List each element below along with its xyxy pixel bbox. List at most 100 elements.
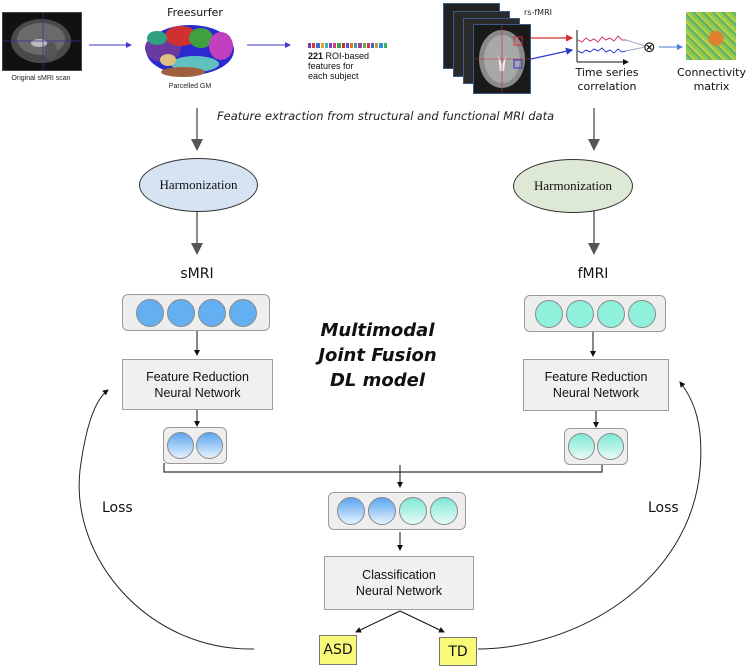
freesurfer-title: Freesurfer [167, 6, 223, 19]
classification-line2: Neural Network [355, 584, 443, 598]
connectivity-matrix-image [686, 12, 736, 60]
roi-features-text: 221 ROI-based features for each subject [308, 51, 369, 81]
fmri-fr-line1: Feature Reduction [544, 370, 648, 384]
fused-smri-node [367, 497, 396, 525]
model-title-line1: Multimodal [320, 320, 435, 341]
roi-feature-cell [383, 43, 387, 48]
smri-reduced-nodes [163, 427, 227, 464]
smri-node [228, 298, 257, 327]
connectivity-line2: matrix [693, 80, 730, 93]
smri-feature-reduction-nn: Feature Reduction Neural Network [122, 359, 273, 410]
roi-count: 221 [308, 51, 324, 61]
fmri-node [596, 299, 625, 328]
correlation-operator-icon: ⊗ [643, 38, 656, 56]
roi-feature-cell [329, 43, 333, 48]
classification-line1: Classification [362, 568, 436, 582]
smri-input-nodes [122, 294, 270, 331]
smri-fr-line2: Neural Network [154, 385, 241, 400]
model-title: Multimodal Joint Fusion DL model [300, 318, 455, 393]
roi-feature-cell [358, 43, 362, 48]
fmri-node [627, 299, 656, 328]
fmri-reduced-node [597, 433, 624, 460]
roi-feature-cell [354, 43, 358, 48]
roi-feature-cell [362, 43, 366, 48]
time-series-red [577, 35, 626, 43]
roi-feature-cell [366, 43, 371, 48]
roi-feature-cell [375, 43, 379, 48]
roi-text-line2: features for [308, 61, 354, 71]
roi-text-line1: ROI-based [323, 51, 370, 61]
brain-axial-icon [474, 25, 530, 93]
output-td: TD [439, 637, 477, 666]
output-asd-label: ASD [323, 642, 353, 658]
model-title-line3: DL model [329, 370, 426, 391]
connectivity-line1: Connectivity [677, 66, 746, 79]
rsfmri-stack [443, 3, 533, 95]
loss-curve-right [477, 381, 702, 650]
time-series-line2: correlation [577, 80, 637, 93]
merge-connector [163, 463, 603, 473]
roi-feature-strip [308, 43, 388, 48]
roi-feature-cell [337, 43, 341, 48]
harmonization-right: Harmonization [513, 159, 633, 213]
roi-feature-cell [324, 43, 329, 48]
parcelled-caption: Parcelled GM [168, 83, 212, 90]
fused-nodes [328, 492, 466, 530]
roi-text-line3: each subject [308, 71, 359, 81]
fmri-reduced-nodes [564, 428, 628, 465]
time-series-caption: Time series correlation [567, 66, 647, 94]
fmri-frame-4 [473, 24, 531, 94]
smri-label: sMRI [180, 266, 214, 282]
brain-sagittal-icon [3, 13, 81, 70]
roi-feature-cell [379, 43, 383, 48]
fmri-node [565, 299, 594, 328]
time-series-blue [577, 47, 627, 54]
roi-feature-cell [371, 43, 375, 48]
connectivity-caption: Connectivity matrix [668, 66, 755, 94]
feature-extraction-caption: Feature extraction from structural and f… [217, 109, 555, 123]
smri-reduced-node [196, 432, 223, 459]
harmonization-right-label: Harmonization [534, 178, 612, 193]
output-asd: ASD [319, 635, 357, 665]
smri-node [197, 298, 226, 327]
fmri-fr-line2: Neural Network [552, 386, 640, 400]
time-series-line1: Time series [575, 66, 639, 79]
loss-label-right: Loss [648, 500, 679, 516]
loss-label-left: Loss [102, 500, 133, 516]
fused-fmri-node [429, 497, 458, 525]
model-title-line2: Joint Fusion [318, 345, 437, 366]
harmonization-left: Harmonization [139, 158, 258, 212]
parcelled-brain-icon [145, 25, 234, 77]
fmri-input-nodes [524, 295, 666, 332]
fused-fmri-node [398, 497, 427, 525]
parcelled-brain-image [143, 22, 238, 80]
harmonization-left-label: Harmonization [159, 177, 238, 192]
roi-feature-cell [312, 43, 316, 48]
roi-feature-cell [316, 43, 320, 48]
smri-fr-line1: Feature Reduction [146, 369, 249, 384]
roi-feature-cell [345, 43, 350, 48]
arrow-classifier-to-td [399, 610, 445, 633]
roi-feature-cell [308, 43, 312, 48]
fmri-feature-reduction-nn: Feature Reduction Neural Network [523, 359, 669, 411]
fmri-label: fMRI [577, 266, 609, 282]
classification-nn: Classification Neural Network [324, 556, 474, 610]
fmri-node [534, 299, 563, 328]
arrow-classifier-to-asd [355, 610, 401, 633]
output-td-label: TD [448, 643, 468, 660]
roi-feature-cell [320, 43, 324, 48]
roi-feature-cell [333, 43, 337, 48]
smri-reduced-node [167, 432, 194, 459]
fused-smri-node [336, 497, 365, 525]
time-series-plot [576, 30, 646, 65]
smri-node [135, 298, 164, 327]
smri-scan-caption: Original sMRI scan [11, 75, 71, 82]
fmri-reduced-node [568, 433, 595, 460]
roi-feature-cell [350, 43, 354, 48]
rsfmri-label: rs-fMRI [524, 8, 552, 17]
loss-curve-left [78, 389, 255, 650]
smri-scan-image [2, 12, 82, 71]
smri-node [166, 298, 195, 327]
roi-feature-cell [341, 43, 345, 48]
